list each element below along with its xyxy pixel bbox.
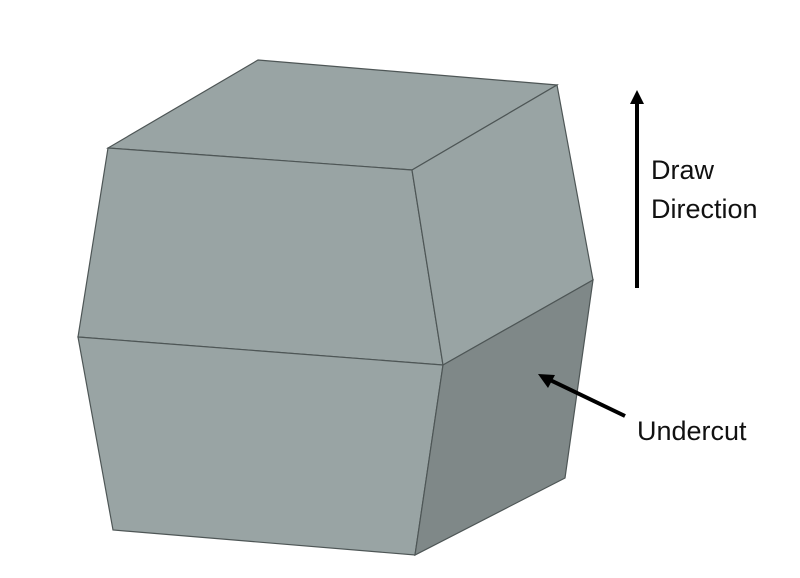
upper-front-face [77, 147, 444, 366]
draw-direction-label-line1: Draw [651, 155, 715, 185]
undercut-face [414, 278, 594, 557]
undercut-label: Undercut [637, 416, 747, 446]
lower-front-face [77, 336, 444, 556]
undercut-pointer-arrow [538, 374, 626, 418]
draw-direction-label-line2: Direction [651, 194, 758, 224]
draw-direction-arrow [630, 90, 644, 288]
block-shape [77, 59, 594, 557]
